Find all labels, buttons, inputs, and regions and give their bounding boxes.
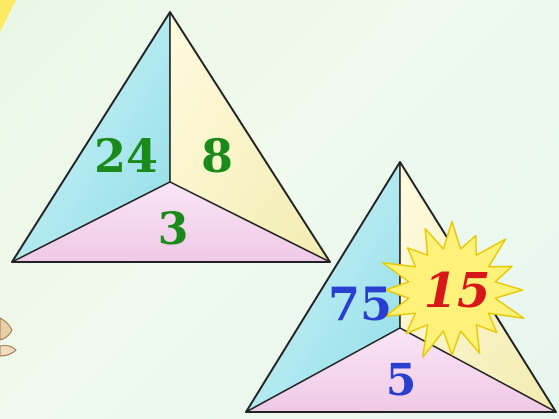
sun-corner-decoration: [0, 0, 16, 32]
triangle-2-bottom-number: 5: [386, 355, 417, 406]
triangle-2-right-answer: 15: [424, 263, 491, 319]
triangle-puzzle-2: 75 15 5: [246, 162, 556, 412]
triangle-1-left-number: 24: [94, 129, 158, 183]
triangle-1-bottom-number: 3: [158, 204, 189, 255]
triangle-1-right-number: 8: [201, 129, 233, 183]
triangle-2-left-number: 75: [328, 277, 392, 331]
decorative-figure-icon: [0, 318, 16, 356]
triangle-puzzle-1: 24 8 3: [12, 12, 330, 262]
